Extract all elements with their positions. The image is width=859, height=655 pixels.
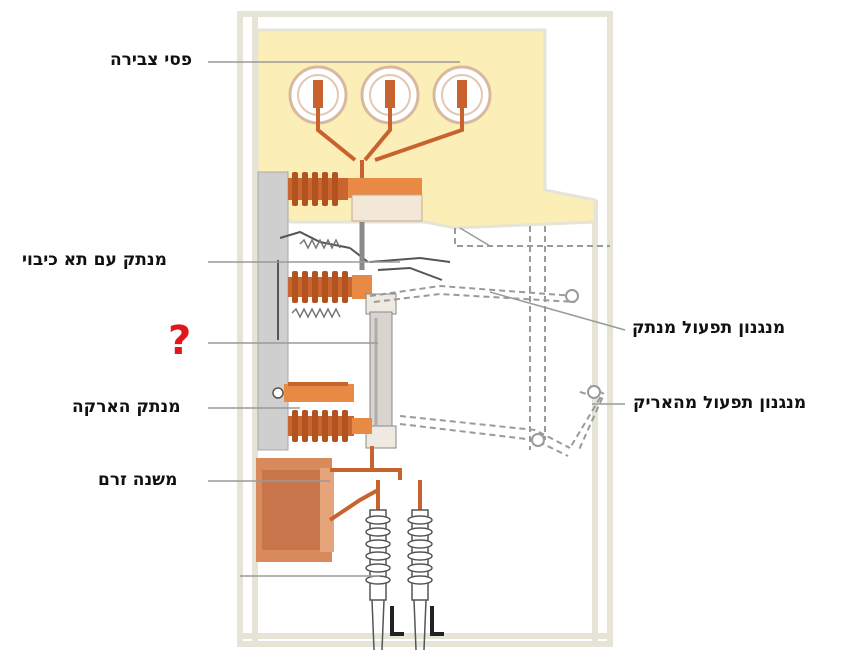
operating-mechanism bbox=[369, 226, 610, 457]
cable-insulators bbox=[365, 509, 433, 651]
springs bbox=[291, 238, 341, 319]
earthing-switch bbox=[272, 382, 354, 402]
bottom-insulator bbox=[288, 410, 372, 442]
label-current-transformer: משנה זרם bbox=[98, 470, 178, 490]
label-earthing-switch: מנתק הארקה bbox=[72, 397, 181, 417]
mounting-plate bbox=[257, 171, 289, 451]
mechanism-pivots bbox=[531, 289, 601, 447]
busbar-insulators bbox=[288, 65, 492, 125]
top-insulator bbox=[288, 172, 423, 222]
cable-clamps bbox=[390, 606, 444, 636]
fuse-chamber bbox=[365, 293, 397, 449]
label-earthing-mechanism: מנגנון תפעול מהאריק bbox=[633, 393, 807, 413]
cabinet-frame bbox=[237, 11, 613, 647]
current-transformer bbox=[256, 458, 334, 562]
label-busbars: פסי צבירה bbox=[110, 50, 193, 70]
label-disconnector-mechanism: מנגנון תפעול מנתק bbox=[632, 318, 786, 338]
busbar-connectors bbox=[316, 108, 464, 178]
label-disconnector-fuse: מנתק עם תא כיבוי bbox=[22, 250, 167, 270]
middle-insulator bbox=[288, 271, 372, 303]
leader-lines bbox=[208, 61, 626, 577]
cable-conductors bbox=[328, 446, 422, 522]
question-mark: ? bbox=[168, 318, 192, 364]
